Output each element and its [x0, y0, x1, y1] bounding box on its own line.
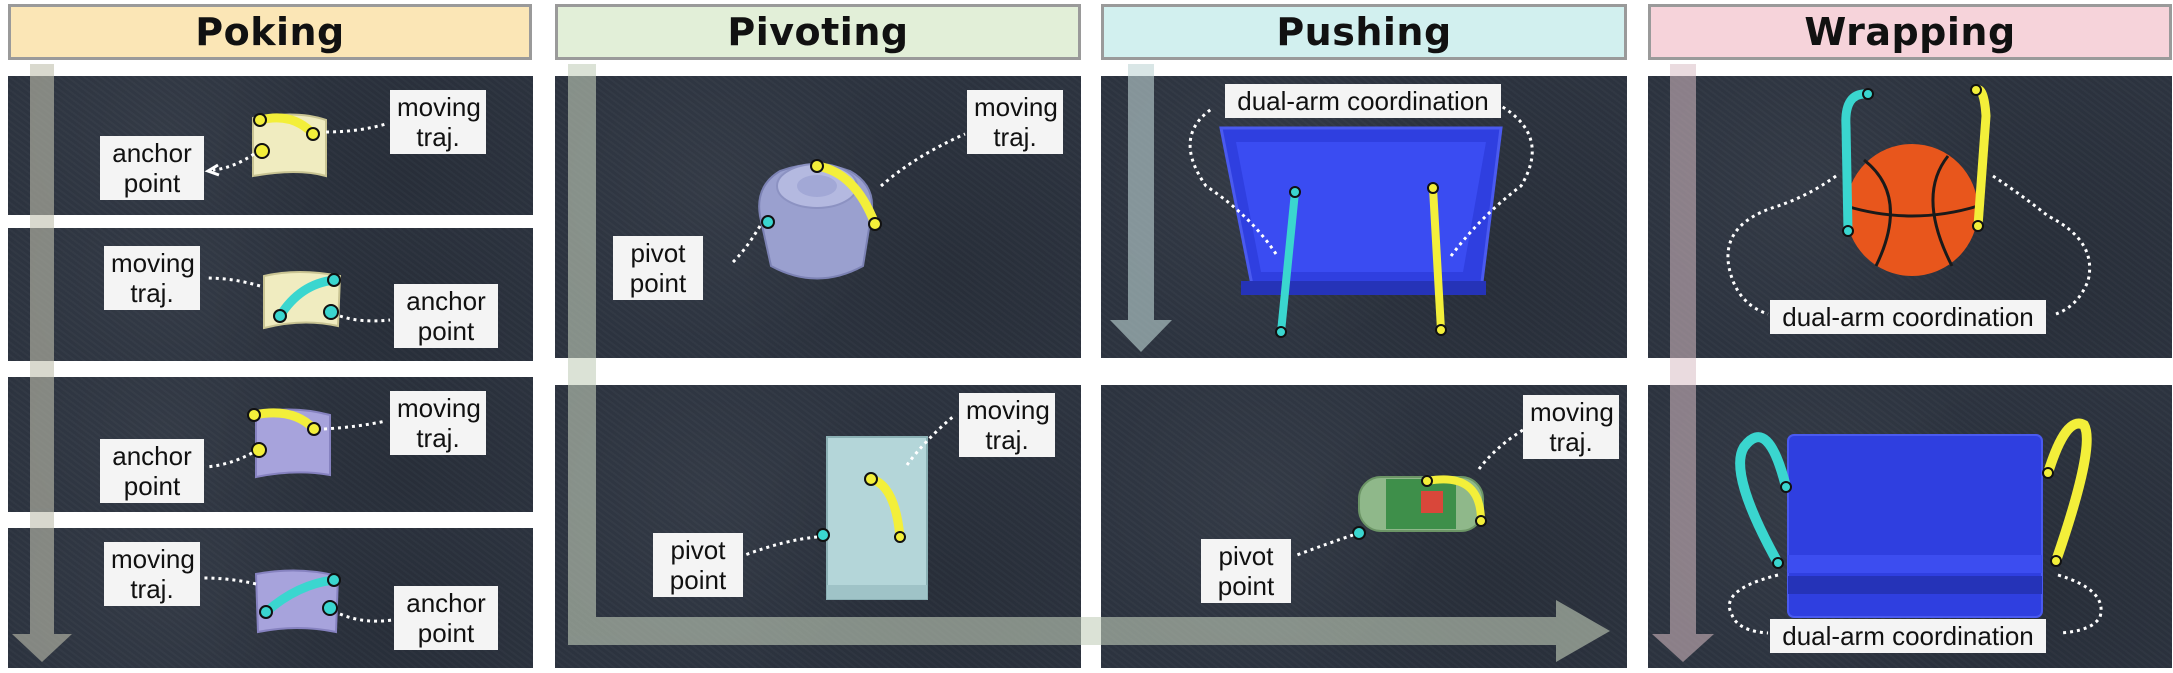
pivoting-panel-1: moving traj. pivot point	[555, 76, 1081, 358]
poking-4-moving-label: moving traj.	[104, 542, 200, 606]
pushing-2-pivot-label: pivot point	[1201, 539, 1291, 603]
header-pushing: Pushing	[1101, 4, 1627, 60]
wrapping-scene-1	[1726, 84, 2092, 316]
pivoting-2-pivot-label: pivot point	[653, 533, 743, 597]
wrapping-panel-2: dual-arm coordination	[1648, 385, 2172, 668]
poking-panel-3: moving traj. anchor point	[8, 377, 533, 512]
poking-scene-3	[205, 408, 387, 479]
poking-4-anchor-label: anchor point	[394, 586, 498, 650]
pushing-1-dual-arm-label: dual-arm coordination	[1225, 84, 1501, 118]
poking-scene-2	[205, 271, 391, 330]
poking-1-anchor-label: anchor point	[100, 136, 204, 200]
pivoting-1-pivot-label: pivot point	[613, 236, 703, 300]
header-wrapping: Wrapping	[1648, 4, 2172, 60]
wrapping-panel-1: dual-arm coordination	[1648, 76, 2172, 358]
pushing-scene-1	[1188, 104, 1534, 338]
pivoting-1-moving-label: moving traj.	[967, 90, 1063, 154]
pushing-panel-2: moving traj. pivot point	[1101, 385, 1627, 668]
poking-scene-1	[204, 113, 387, 178]
poking-3-anchor-label: anchor point	[100, 439, 204, 503]
poking-panel-2: moving traj. anchor point	[8, 228, 533, 361]
poking-panel-1: moving traj. anchor point	[8, 76, 533, 215]
header-pivoting: Pivoting	[555, 4, 1081, 60]
header-poking: Poking	[8, 4, 532, 60]
poking-3-moving-label: moving traj.	[390, 391, 486, 455]
pivoting-panel-2: moving traj. pivot point	[555, 385, 1081, 668]
pushing-scene-2	[1296, 418, 1542, 557]
pivoting-scene-2	[744, 413, 956, 600]
poking-1-moving-label: moving traj.	[390, 90, 486, 154]
pivoting-2-moving-label: moving traj.	[959, 393, 1055, 457]
pivoting-scene-1	[729, 132, 966, 280]
wrapping-2-dual-arm-label: dual-arm coordination	[1770, 619, 2046, 653]
pushing-2-moving-label: moving traj.	[1523, 395, 1619, 459]
poking-2-anchor-label: anchor point	[394, 284, 498, 348]
pushing-panel-1: dual-arm coordination	[1101, 76, 1627, 358]
poking-panel-4: moving traj. anchor point	[8, 528, 533, 668]
wrapping-scene-2	[1727, 418, 2103, 635]
poking-2-moving-label: moving traj.	[104, 246, 200, 310]
wrapping-1-dual-arm-label: dual-arm coordination	[1770, 300, 2046, 334]
poking-scene-4	[203, 569, 393, 634]
